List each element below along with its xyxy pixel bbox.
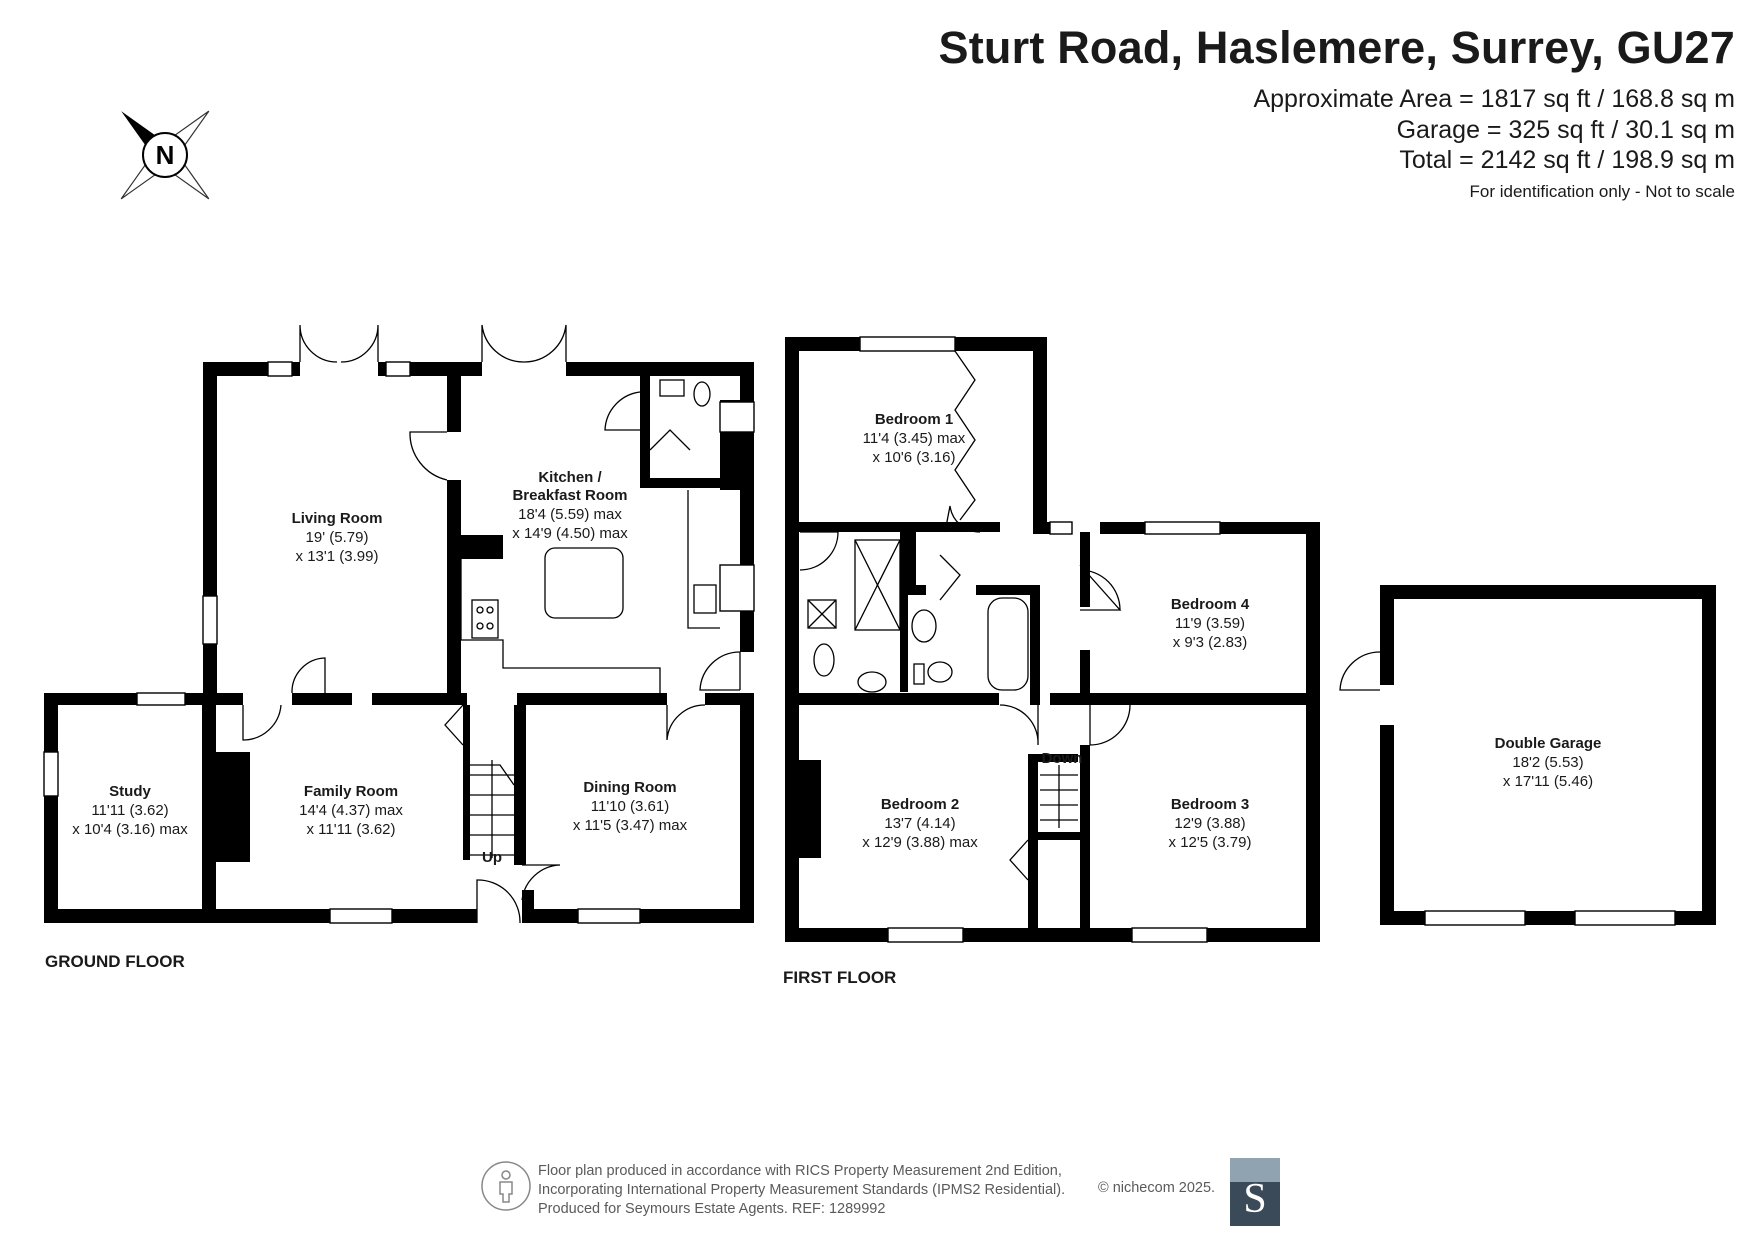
disclaimer: For identification only - Not to scale: [1469, 182, 1735, 201]
dining-room-dim2: x 11'5 (3.47) max: [573, 817, 688, 834]
logo-letter: S: [1243, 1176, 1266, 1222]
study-dim2: x 10'4 (3.16) max: [72, 821, 188, 838]
study-name: Study: [109, 783, 151, 800]
footer-line1: Floor plan produced in accordance with R…: [538, 1163, 1062, 1179]
footer-line3: Produced for Seymours Estate Agents. REF…: [538, 1201, 886, 1217]
dining-room-dim1: 11'10 (3.61): [591, 798, 669, 815]
first-stairs-icon: [1040, 765, 1078, 828]
bedroom2-dim2: x 12'9 (3.88) max: [862, 834, 978, 851]
north-compass-icon: N: [120, 110, 210, 200]
bedroom4-dim1: 11'9 (3.59): [1175, 615, 1245, 632]
kitchen-dim2: x 14'9 (4.50) max: [512, 525, 628, 542]
first-floor-doors: [799, 350, 1131, 881]
bedroom3-dim1: 12'9 (3.88): [1174, 815, 1245, 832]
seymours-logo: S: [1230, 1158, 1280, 1226]
first-floor-label: FIRST FLOOR: [783, 968, 897, 987]
footer-line2: Incorporating International Property Mea…: [538, 1182, 1066, 1198]
bedroom1-dim1: 11'4 (3.45) max: [863, 430, 966, 447]
kitchen-name-line2: Breakfast Room: [512, 487, 627, 504]
ground-stairs-icon: [470, 760, 515, 858]
ground-floor-label: GROUND FLOOR: [45, 952, 185, 971]
total-area: Total = 2142 sq ft / 198.9 sq m: [1399, 146, 1735, 174]
ground-floor-doors: [242, 324, 741, 924]
person-icon: [481, 1161, 531, 1211]
first-floor-fixtures: [807, 539, 1078, 828]
compass-n-label: N: [156, 140, 175, 170]
ground-floor-walls: [44, 362, 754, 923]
garage-walls: [1339, 585, 1716, 926]
living-room-dim1: 19' (5.79): [306, 529, 369, 546]
garage-dim1: 18'2 (5.53): [1512, 754, 1583, 771]
stairs-up-label: Up: [482, 849, 502, 866]
bedroom3-name: Bedroom 3: [1171, 796, 1249, 813]
family-room-dim1: 14'4 (4.37) max: [299, 802, 403, 819]
living-room-dim2: x 13'1 (3.99): [296, 548, 379, 565]
bedroom1-dim2: x 10'6 (3.16): [873, 449, 956, 466]
bedroom1-name: Bedroom 1: [875, 411, 953, 428]
kitchen-name-line1: Kitchen /: [538, 469, 602, 486]
garage-dim2: x 17'11 (5.46): [1503, 773, 1593, 790]
family-room-name: Family Room: [304, 783, 398, 800]
stairs-down-label: Down: [1042, 750, 1083, 767]
approximate-area: Approximate Area = 1817 sq ft / 168.8 sq…: [1253, 85, 1735, 113]
ground-floor-windows: [43, 361, 755, 924]
plan-title: Sturt Road, Haslemere, Surrey, GU27: [938, 22, 1735, 73]
first-floor-windows: [859, 336, 1221, 943]
dining-room-name: Dining Room: [583, 779, 676, 796]
bedroom2-name: Bedroom 2: [881, 796, 959, 813]
kitchen-dim1: 18'4 (5.59) max: [518, 506, 622, 523]
copyright: © nichecom 2025.: [1098, 1180, 1216, 1196]
ground-floor-fixtures: [460, 379, 720, 858]
bedroom4-name: Bedroom 4: [1171, 596, 1250, 613]
bedroom2-dim1: 13'7 (4.14): [884, 815, 955, 832]
living-room-name: Living Room: [292, 510, 383, 527]
study-dim1: 11'11 (3.62): [91, 802, 168, 819]
garage-area: Garage = 325 sq ft / 30.1 sq m: [1396, 116, 1735, 144]
garage-name: Double Garage: [1495, 735, 1602, 752]
bedroom3-dim2: x 12'5 (3.79): [1169, 834, 1252, 851]
bedroom4-dim2: x 9'3 (2.83): [1173, 634, 1248, 651]
family-room-dim2: x 11'11 (3.62): [306, 821, 395, 838]
